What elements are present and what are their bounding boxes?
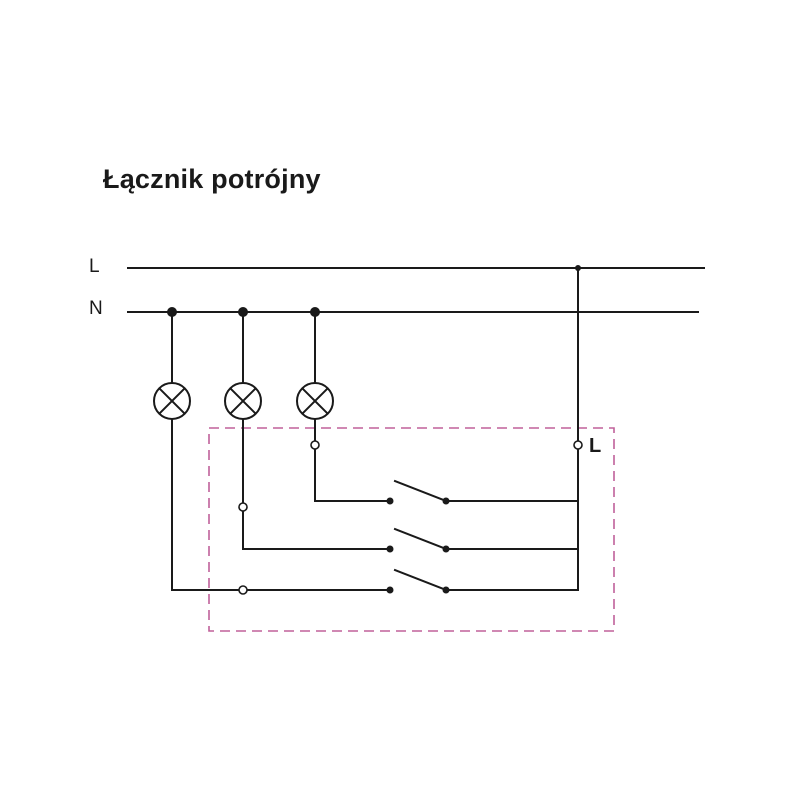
neutral-line-label: N <box>89 298 103 319</box>
switch-live-terminal <box>573 440 583 450</box>
switch-1-moving-contact <box>442 586 450 594</box>
switch-3-fixed-contact <box>386 497 394 505</box>
switch-2-moving-contact <box>442 545 450 553</box>
live-line-label: L <box>89 256 100 277</box>
diagram-title: Łącznik potrójny <box>103 164 321 194</box>
switch-3-lever <box>393 479 448 503</box>
switch-live-terminal-label: L <box>589 435 602 457</box>
lamp-icon <box>224 382 262 420</box>
switch-2-fixed-contact <box>386 545 394 553</box>
lamp-1-terminal <box>238 585 248 595</box>
switch-enclosure <box>208 427 615 632</box>
switch-1-fixed-contact <box>386 586 394 594</box>
live-junction <box>575 265 581 271</box>
switch-2-lever <box>393 527 448 551</box>
lamp-icon <box>296 382 334 420</box>
neutral-junction-2 <box>238 307 248 317</box>
lamp-2-terminal <box>238 502 248 512</box>
neutral-junction-1 <box>167 307 177 317</box>
neutral-junction-3 <box>310 307 320 317</box>
switch-3-moving-contact <box>442 497 450 505</box>
lamp-3-terminal <box>310 440 320 450</box>
lamp-icon <box>153 382 191 420</box>
switch-1-lever <box>393 568 448 592</box>
